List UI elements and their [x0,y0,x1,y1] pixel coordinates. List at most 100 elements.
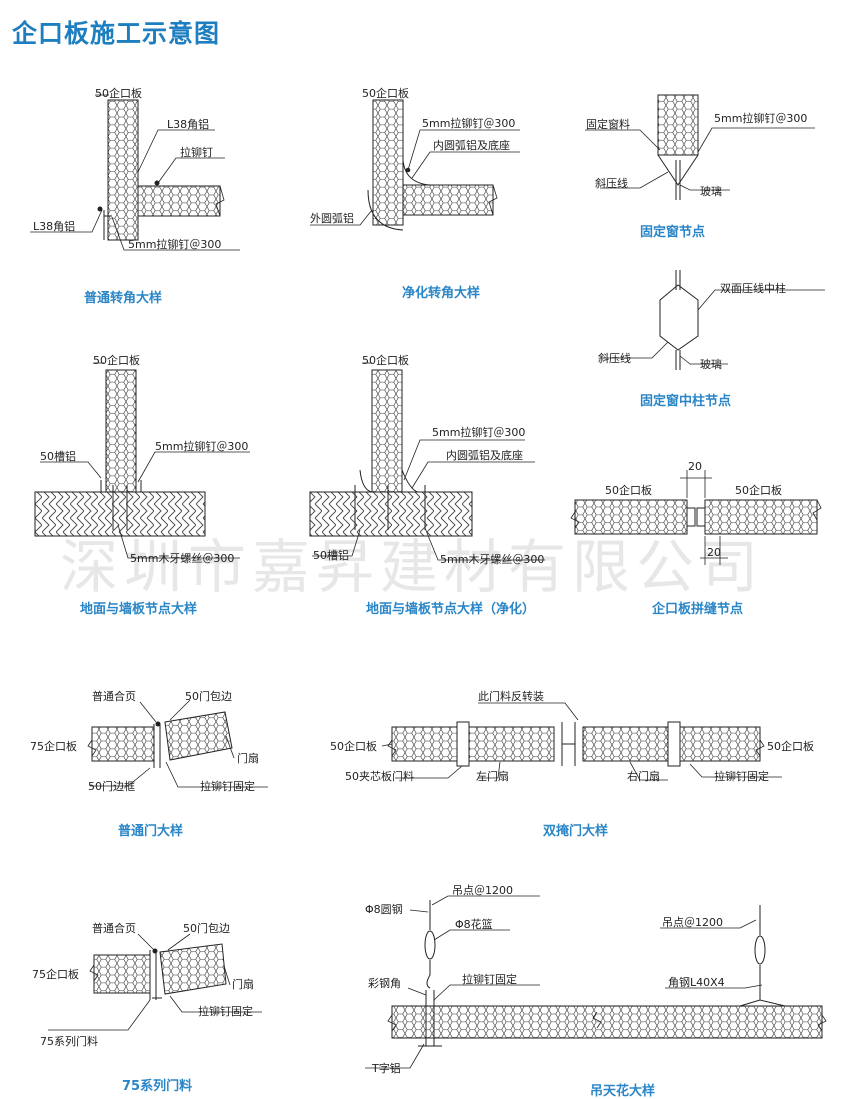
caption-double-door: 双掩门大样 [543,824,609,839]
d10-series-label: 75系列门料 [40,1034,98,1048]
l38-angle-outer [103,210,112,240]
frame-left [456,721,470,767]
d9-rivet-label: 拉铆钉固定 [714,769,769,783]
rivet-icon [97,206,103,212]
caption-window-mullion: 固定窗中柱节点 [640,394,732,409]
d11-turnbuckle-label: Φ8花篮 [455,917,493,931]
floor [34,491,206,537]
d11-angle-label: 彩钢角 [368,977,401,990]
diagram-floor-wall-clean [309,362,545,561]
d7-dim-bottom: 20 [707,546,721,559]
turnbuckle-right [754,935,766,965]
caption-floor-wall: 地面与墙板节点大样 [80,602,198,617]
l38-angle-inner [137,178,148,187]
d10-leaf-label: 门扇 [232,977,254,991]
tee-aluminum [418,990,442,1047]
caption-normal-door: 普通门大样 [118,824,184,839]
dim-top [680,470,712,498]
d11-steel-label: 角钢L40X4 [668,976,725,989]
d4-mullion-label: 双面压线中柱 [720,281,786,295]
d8-panel-label: 75企口板 [30,739,77,753]
panel-horizontal [137,185,221,217]
d6-r300-label: 5mm拉铆钉＠300 [432,425,525,439]
d5-screw-label: 5mm木牙螺丝＠300 [130,552,234,565]
d5-panel-label: 50企口板 [93,353,140,367]
d9-right-leaf-label: 右门扇 [627,769,660,783]
outer-arc [367,189,404,231]
d1-l38-label-a: L38角铝 [167,117,209,131]
panel [93,954,151,994]
d2-outer-label: 外圆弧铝 [310,211,354,225]
caption-normal-corner: 普通转角大样 [84,291,163,306]
d3-bevel-label: 斜压线 [595,176,628,190]
d7-left-label: 50企口板 [605,483,652,497]
d1-panel-label: 50企口板 [95,86,142,100]
inner-arc [402,159,431,186]
diagram-window-mullion [600,270,825,370]
d10-rivet-label: 拉铆钉固定 [198,1004,253,1018]
channel [100,480,142,492]
d8-wrap-label: 50门包边 [185,689,232,703]
panel [657,94,699,156]
diagram-normal-door [87,699,268,788]
d1-l38-label-b: L38角铝 [33,219,75,233]
turnbuckle-left [424,930,436,960]
d11-hang2-label: 吊点＠1200 [662,916,723,929]
d6-panel-label: 50企口板 [362,353,409,367]
glass-bottom [675,350,681,370]
d10-hinge-label: 普通合页 [92,921,136,935]
panel-right [704,499,818,535]
caption-panel-joint: 企口板拼缝节点 [652,602,744,617]
caption-suspended-ceiling: 吊天花大样 [590,1084,656,1099]
d3-r300-label: 5mm拉铆钉＠300 [714,111,807,125]
diagram-double-door [381,702,782,781]
ceiling-panel [391,1005,823,1039]
watermark: 深圳市嘉昇建材有限公司 [60,533,765,601]
panel-horizontal [402,184,494,216]
panel [371,369,403,493]
panel [91,726,155,762]
center-mullion [561,722,576,766]
d9-reverse-label: 此门料反转装 [478,689,544,703]
mullion-body [659,284,699,351]
d8-rivet-label: 拉铆钉固定 [200,779,255,793]
d6-screw-label: 5mm木牙螺丝＠300 [440,553,544,566]
d8-leaf-label: 门扇 [237,751,259,765]
diagram-floor-wall [34,362,250,559]
panel-vertical [107,99,139,241]
d7-right-label: 50企口板 [735,483,782,497]
caption-floor-wall-clean: 地面与墙板节点大样（净化） [366,602,536,617]
diagram-normal-corner [30,94,240,251]
caption-fixed-window: 固定窗节点 [640,225,706,240]
diagram-75-door [48,933,262,1031]
window-frame [657,154,699,186]
frame-right [667,721,681,767]
d4-bevel-label: 斜压线 [598,351,631,365]
page-title: 企口板施工示意图 [12,19,221,48]
d2-inner-label: 内圆弧铝及底座 [433,138,510,152]
d11-tee-label: T字铝 [371,1061,401,1075]
glass [675,160,681,200]
screws [354,485,426,530]
d6-inner-label: 内圆弧铝及底座 [446,448,523,462]
glass-top [675,270,681,290]
diagram-clean-corner [310,99,520,231]
panel [105,369,137,493]
d7-dim-top: 20 [688,460,702,473]
rivet-icon [154,180,160,186]
d1-r300-label: 5mm拉铆钉＠300 [128,237,221,251]
d6-groove-label: 50槽铝 [313,548,349,562]
diagram-suspended-ceiling [365,895,827,1069]
d11-hang1-label: 吊点＠1200 [452,884,513,897]
hook-left [426,960,431,989]
d1-rivet-label: 拉铆钉 [180,145,213,159]
floor [309,491,473,537]
d11-rivet-label: 拉铆钉固定 [462,972,517,986]
door-leaf [164,711,233,761]
d8-hinge-label: 普通合页 [92,689,136,703]
d10-wrap-label: 50门包边 [183,921,230,935]
d2-panel-label: 50企口板 [362,86,409,100]
d10-panel-label: 75企口板 [32,967,79,981]
caption-clean-corner: 净化转角大样 [402,286,481,301]
